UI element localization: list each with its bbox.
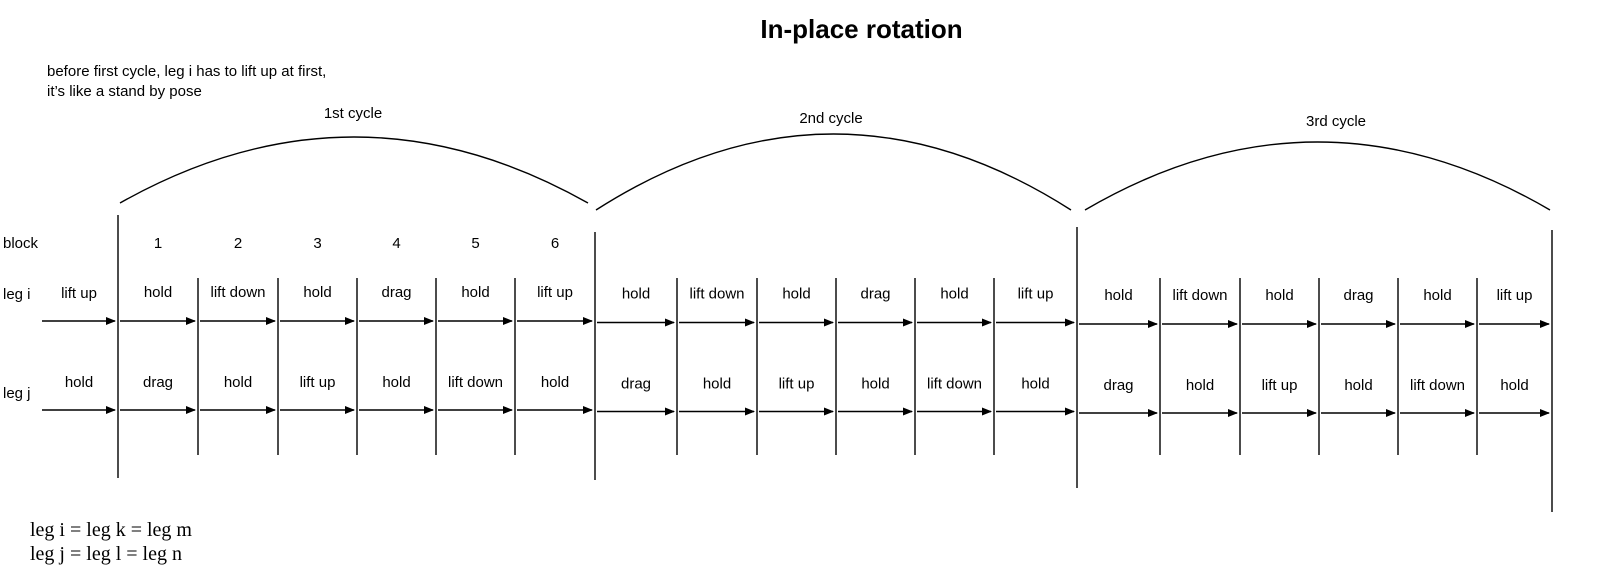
leg-j-action: lift up bbox=[300, 374, 336, 391]
leg-j-action: lift down bbox=[448, 374, 503, 391]
leg-j-action: hold bbox=[1344, 377, 1372, 394]
leg-i-action: lift up bbox=[537, 284, 573, 301]
cycle-label: 3rd cycle bbox=[1306, 113, 1366, 130]
cycle-label: 2nd cycle bbox=[799, 110, 862, 127]
cycle-arc bbox=[119, 136, 589, 204]
leg-j-action: lift up bbox=[779, 376, 815, 393]
leg-i-action: hold bbox=[303, 284, 331, 301]
block-number: 3 bbox=[313, 235, 321, 252]
standby-note: before first cycle, leg i has to lift up… bbox=[47, 62, 326, 102]
standby-note-line-1: before first cycle, leg i has to lift up… bbox=[47, 63, 327, 80]
block-number: 6 bbox=[551, 235, 559, 252]
leg-j-action: hold bbox=[382, 374, 410, 391]
leg-j-action: drag bbox=[143, 374, 173, 391]
leg-i-action: hold bbox=[1104, 287, 1132, 304]
block-number: 5 bbox=[471, 235, 479, 252]
leg-i-action: lift down bbox=[689, 286, 744, 303]
block-number: 2 bbox=[234, 235, 242, 252]
leg-j-action: hold bbox=[1021, 376, 1049, 393]
leg-j-action: lift down bbox=[1410, 377, 1465, 394]
cycle-arc bbox=[595, 133, 1072, 211]
leg-j-action: hold bbox=[703, 376, 731, 393]
leg-i-action: drag bbox=[381, 284, 411, 301]
leg-i-action: hold bbox=[940, 286, 968, 303]
leg-i-action: hold bbox=[1265, 287, 1293, 304]
leg-j-action: hold bbox=[224, 374, 252, 391]
row-label-leg-j: leg j bbox=[3, 385, 31, 402]
leg-i-action: hold bbox=[144, 284, 172, 301]
block-number: 1 bbox=[154, 235, 162, 252]
leg-i-action: drag bbox=[1343, 287, 1373, 304]
leg-i-action: hold bbox=[461, 284, 489, 301]
leg-j-action: lift up bbox=[1262, 377, 1298, 394]
leg-j-action: hold bbox=[541, 374, 569, 391]
equation-leg-j: leg j = leg l = leg n bbox=[30, 543, 182, 565]
leg-j-action: lift down bbox=[927, 376, 982, 393]
page-title: In-place rotation bbox=[760, 14, 963, 44]
leg-i-action: lift up bbox=[1497, 287, 1533, 304]
standby-leg-j-action: hold bbox=[65, 374, 93, 391]
row-label-block: block bbox=[3, 235, 39, 252]
leg-i-action: lift down bbox=[1172, 287, 1227, 304]
block-number: 4 bbox=[392, 235, 400, 252]
leg-i-action: hold bbox=[622, 286, 650, 303]
leg-j-action: hold bbox=[861, 376, 889, 393]
cycle-arc bbox=[1084, 141, 1551, 211]
leg-i-action: drag bbox=[860, 286, 890, 303]
leg-i-action: lift up bbox=[1018, 286, 1054, 303]
leg-equivalence: leg i = leg k = leg m leg j = leg l = le… bbox=[30, 518, 192, 566]
row-label-leg-i: leg i bbox=[3, 286, 31, 303]
leg-i-action: hold bbox=[782, 286, 810, 303]
leg-i-action: hold bbox=[1423, 287, 1451, 304]
leg-j-action: drag bbox=[1103, 377, 1133, 394]
cycle-label: 1st cycle bbox=[324, 105, 382, 122]
leg-j-action: hold bbox=[1500, 377, 1528, 394]
leg-j-action: hold bbox=[1186, 377, 1214, 394]
standby-note-line-2: it’s like a stand by pose bbox=[47, 83, 202, 100]
standby-leg-i-action: lift up bbox=[61, 285, 97, 302]
leg-i-action: lift down bbox=[210, 284, 265, 301]
equation-leg-i: leg i = leg k = leg m bbox=[30, 519, 192, 541]
leg-j-action: drag bbox=[621, 376, 651, 393]
